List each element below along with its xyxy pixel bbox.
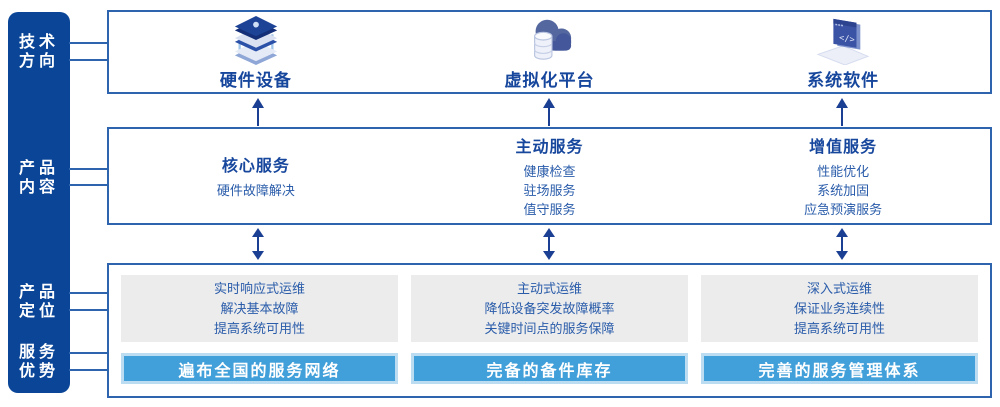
service-col-active: 主动服务 健康检查 驻场服务 值守服务 (403, 129, 697, 223)
tech-col-virtualization: 虚拟化平台 (403, 12, 697, 92)
connector-line (69, 168, 109, 170)
position-line: 深入式运维 (806, 280, 872, 296)
service-item: 健康检查 (523, 164, 576, 179)
position-line: 降低设备突发故障概率 (484, 300, 615, 316)
position-col-1: 实时响应式运维 解决基本故障 提高系统可用性 遍布全国的服务网络 (121, 275, 398, 384)
server-stack-icon (234, 15, 277, 65)
double-arrow-icon (251, 228, 265, 260)
position-panel: 深入式运维 保证业务连续性 提高系统可用性 (701, 275, 978, 343)
connector-line (69, 42, 109, 44)
tech-col-hardware: 硬件设备 (109, 12, 403, 92)
category-sidebar: 技术方向 产品内容 产品定位 服务优势 (8, 12, 70, 393)
position-line: 主动式运维 (516, 280, 582, 296)
tech-label-virtualization: 虚拟化平台 (504, 71, 595, 90)
up-arrow-icon (542, 98, 556, 126)
service-item: 硬件故障解决 (216, 183, 295, 198)
service-title: 核心服务 (221, 158, 290, 175)
tech-direction-box: 硬件设备 虚拟化平台 (107, 10, 992, 94)
position-col-2: 主动式运维 降低设备突发故障概率 关键时间点的服务保障 完备的备件库存 (411, 275, 688, 384)
service-col-core: 核心服务 硬件故障解决 (109, 129, 403, 223)
advantage-bar: 完善的服务管理体系 (701, 353, 978, 384)
double-arrow-icon (835, 228, 849, 260)
product-position-box: 实时响应式运维 解决基本故障 提高系统可用性 遍布全国的服务网络 主动式运维 降… (107, 263, 992, 398)
connector-line (69, 184, 109, 186)
service-title: 增值服务 (809, 139, 878, 156)
service-item: 驻场服务 (523, 183, 576, 198)
service-item: 系统加固 (817, 183, 870, 198)
position-line: 提高系统可用性 (793, 320, 885, 336)
position-line: 保证业务连续性 (793, 300, 885, 316)
sidebar-label-product-position: 产品定位 (18, 284, 59, 320)
software-window-icon: </> (816, 18, 870, 65)
connector-line (69, 369, 109, 371)
tech-col-software: </> 系统软件 (696, 12, 990, 92)
position-line: 提高系统可用性 (213, 320, 305, 336)
position-line: 解决基本故障 (220, 300, 299, 316)
connector-line (69, 292, 109, 294)
position-line: 关键时间点的服务保障 (484, 320, 615, 336)
advantage-bar: 遍布全国的服务网络 (121, 353, 398, 384)
service-item: 性能优化 (817, 164, 870, 179)
double-arrow-icon (542, 228, 556, 260)
tech-label-software: 系统软件 (807, 71, 880, 90)
advantage-bar: 完备的备件库存 (411, 353, 688, 384)
position-col-3: 深入式运维 保证业务连续性 提高系统可用性 完善的服务管理体系 (701, 275, 978, 384)
cloud-database-icon (533, 19, 571, 60)
sidebar-label-product-content: 产品内容 (18, 160, 59, 196)
tech-label-hardware: 硬件设备 (219, 71, 292, 90)
position-panel: 主动式运维 降低设备突发故障概率 关键时间点的服务保障 (411, 275, 688, 343)
up-arrow-icon (835, 98, 849, 126)
up-arrow-icon (251, 98, 265, 126)
sidebar-label-tech-direction: 技术方向 (18, 34, 59, 70)
product-content-box: 核心服务 硬件故障解决 主动服务 健康检查 驻场服务 值守服务 增值服务 性能优… (107, 127, 992, 225)
sidebar-label-service-advantage: 服务优势 (18, 344, 59, 380)
svg-text:</>: </> (839, 33, 855, 45)
connector-line (69, 352, 109, 354)
service-item: 应急预演服务 (804, 202, 883, 217)
connector-line (69, 59, 109, 61)
position-panel: 实时响应式运维 解决基本故障 提高系统可用性 (121, 275, 398, 343)
position-line: 实时响应式运维 (213, 280, 305, 296)
service-col-value-added: 增值服务 性能优化 系统加固 应急预演服务 (696, 129, 990, 223)
service-title: 主动服务 (515, 139, 584, 156)
connector-line (69, 309, 109, 311)
service-item: 值守服务 (523, 202, 576, 217)
